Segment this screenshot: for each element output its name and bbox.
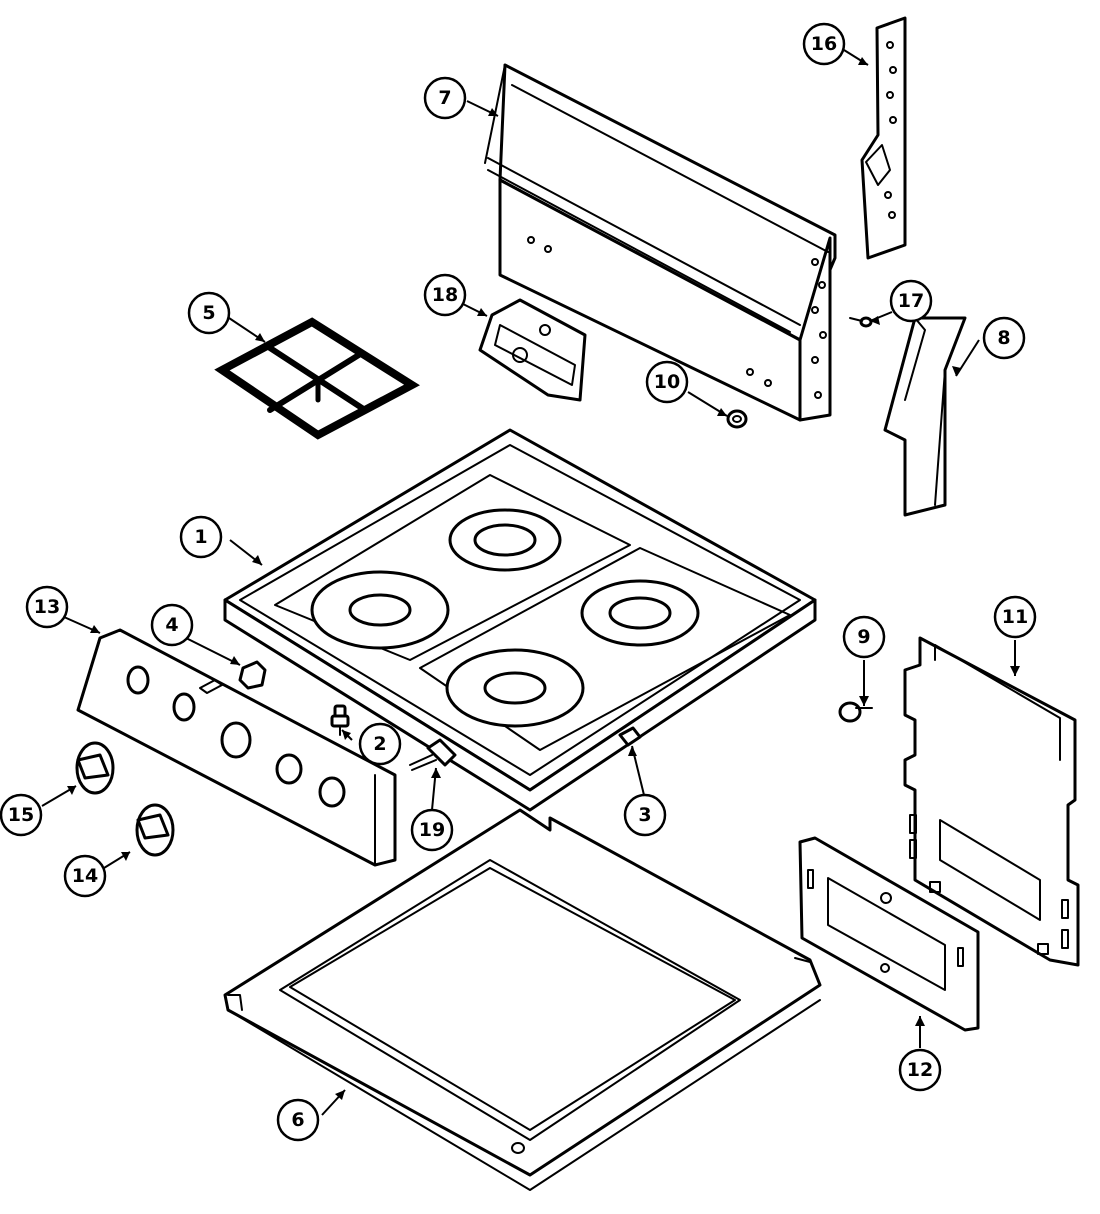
part-8-end-cap <box>883 316 967 517</box>
part-17-screw <box>849 316 873 328</box>
callout-1: 1 <box>179 515 223 559</box>
callout-9: 9 <box>842 615 886 659</box>
callout-5-label: 5 <box>202 302 215 324</box>
callout-15-label: 15 <box>8 804 34 826</box>
callout-14-label: 14 <box>72 865 98 887</box>
part-6-tray <box>223 808 822 1191</box>
callout-12-label: 12 <box>907 1059 933 1081</box>
callout-3-label: 3 <box>638 804 651 826</box>
callout-2: 2 <box>358 722 402 766</box>
part-4-clip <box>238 660 267 690</box>
part-9-bolt <box>838 701 873 723</box>
part-15-knob <box>75 741 115 795</box>
part-1-cooktop <box>223 428 817 812</box>
part-7-backguard <box>484 63 837 422</box>
callout-19: 19 <box>410 808 454 852</box>
callout-3: 3 <box>623 793 667 837</box>
callout-5: 5 <box>187 291 231 335</box>
callout-14: 14 <box>63 854 107 898</box>
callout-7-label: 7 <box>438 87 451 109</box>
callout-4: 4 <box>150 603 194 647</box>
callout-4-label: 4 <box>165 614 178 636</box>
part-2-orifice <box>330 704 350 736</box>
part-11-side-panel <box>903 636 1080 967</box>
part-19-valve <box>409 738 457 771</box>
callout-8-label: 8 <box>997 327 1010 349</box>
callout-11-label: 11 <box>1002 606 1028 628</box>
callout-11: 11 <box>993 595 1037 639</box>
callout-6-label: 6 <box>291 1109 304 1131</box>
callout-9-label: 9 <box>857 626 870 648</box>
callout-1-label: 1 <box>194 526 207 548</box>
callout-8: 8 <box>982 316 1026 360</box>
callout-10: 10 <box>645 360 689 404</box>
part-13-control-panel <box>76 628 397 867</box>
callout-2-label: 2 <box>373 733 386 755</box>
callout-13-label: 13 <box>34 596 60 618</box>
leader-lines <box>41 49 1020 1116</box>
callout-12: 12 <box>898 1048 942 1092</box>
callout-7: 7 <box>423 76 467 120</box>
callout-16-label: 16 <box>811 33 837 55</box>
part-10-nut <box>726 409 748 429</box>
callout-10-label: 10 <box>654 371 680 393</box>
callout-17: 17 <box>889 279 933 323</box>
callout-18: 18 <box>423 273 467 317</box>
part-18-switch <box>478 298 587 402</box>
callout-16: 16 <box>802 22 846 66</box>
callout-15: 15 <box>0 793 43 837</box>
callout-6: 6 <box>276 1098 320 1142</box>
callout-17-label: 17 <box>898 290 924 312</box>
callout-13: 13 <box>25 585 69 629</box>
part-14-knob <box>135 803 175 857</box>
callout-19-label: 19 <box>419 819 445 841</box>
part-5-grate <box>214 317 420 440</box>
part-16-bracket <box>860 16 907 260</box>
part-12-frame <box>798 836 980 1032</box>
part-3-clip-nut <box>618 726 642 747</box>
callout-18-label: 18 <box>432 284 458 306</box>
